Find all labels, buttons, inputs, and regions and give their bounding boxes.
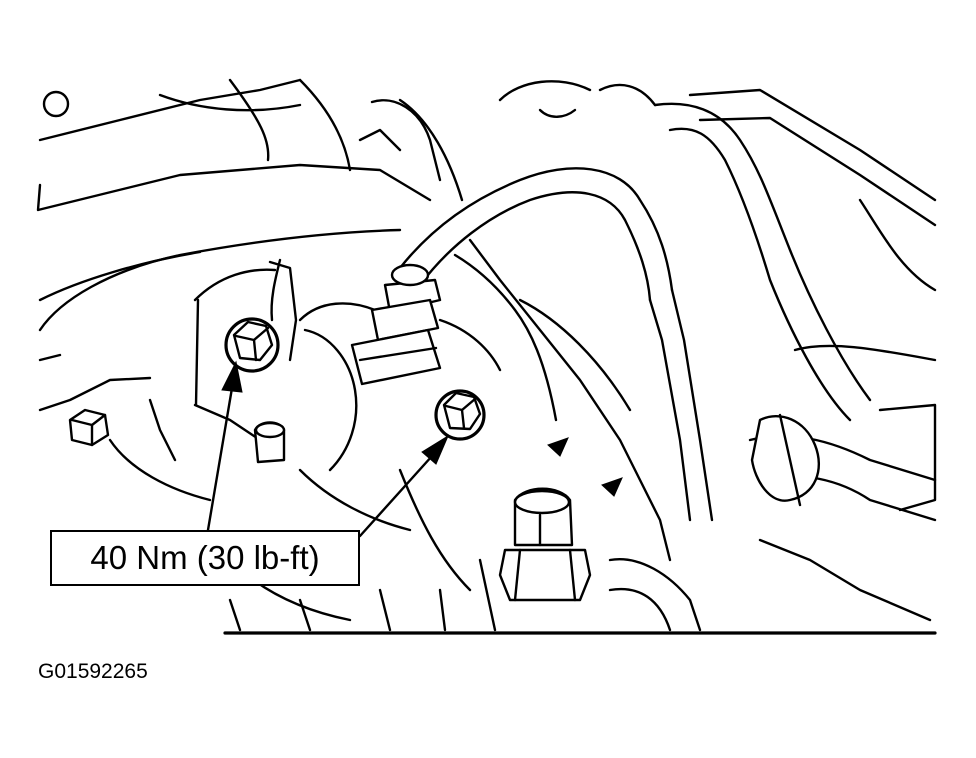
- torque-bolt-right: [434, 389, 486, 441]
- housing-outline: [38, 228, 937, 635]
- lower-fitting: [498, 487, 702, 632]
- torque-callout-box: 40 Nm (30 lb-ft): [50, 530, 360, 586]
- arrow-pointer-icon: [358, 434, 450, 538]
- torque-bolt-left: [224, 317, 280, 373]
- upper-left-casting: [36, 78, 464, 212]
- arrow-pointer-icon: [206, 360, 243, 532]
- torque-spec-label: 40 Nm (30 lb-ft): [90, 539, 320, 576]
- figure-id: G01592265: [38, 660, 148, 683]
- side-hex-bolt: [68, 408, 286, 464]
- coolant-hose: [498, 80, 937, 622]
- sensor-tube: [350, 167, 714, 522]
- dashed-guide: [547, 437, 623, 497]
